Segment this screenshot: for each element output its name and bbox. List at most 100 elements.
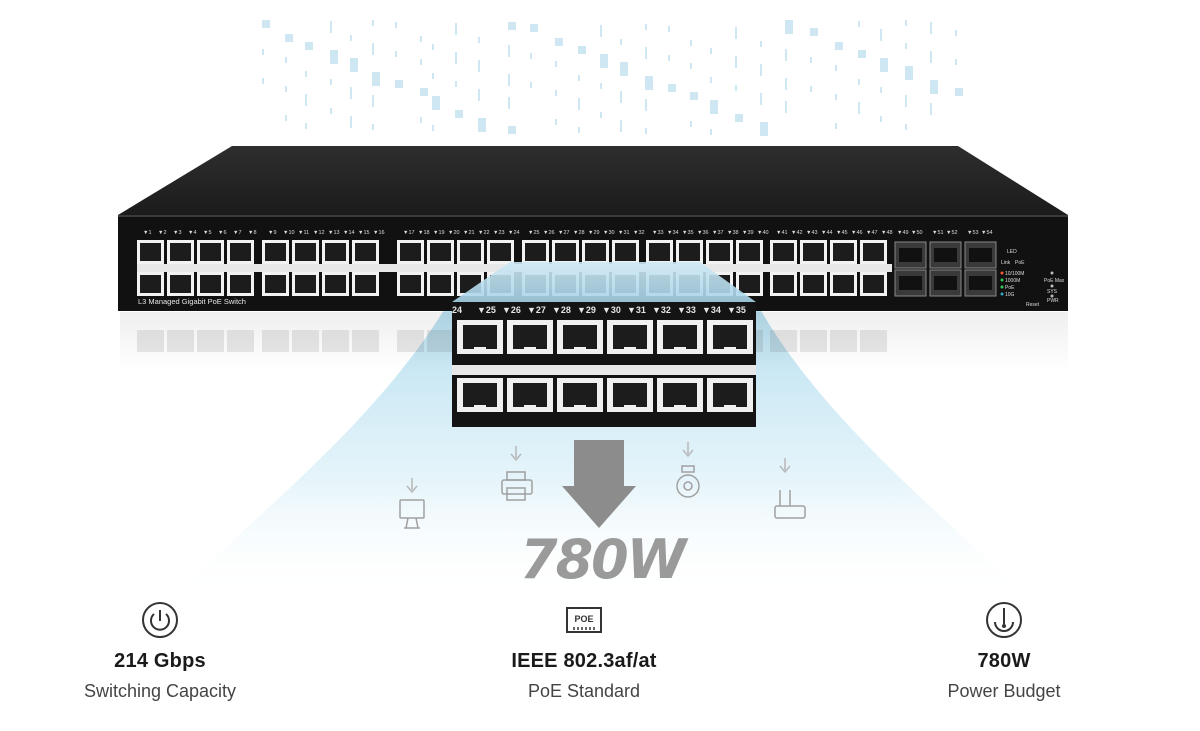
rj45-port-socket: [863, 275, 884, 293]
data-rain-dot: [555, 90, 557, 96]
data-rain-dot: [760, 128, 768, 136]
rj45-port-socket: [430, 275, 451, 293]
data-rain-dot: [372, 101, 374, 107]
data-rain-dot: [620, 62, 628, 70]
rj45-port-socket: [400, 275, 421, 293]
data-rain-dot: [645, 76, 653, 84]
data-rain-dot: [395, 80, 403, 88]
port-number-label: ▼32: [633, 230, 645, 236]
data-rain-dot: [905, 95, 907, 101]
port-number-label: ▼3: [173, 230, 182, 236]
data-rain-dot: [372, 124, 374, 130]
reflection-port: [352, 330, 379, 352]
data-rain-dot: [508, 97, 510, 103]
data-rain-dot: [930, 109, 932, 115]
data-rain-dot: [330, 56, 338, 64]
data-rain-dot: [785, 84, 787, 90]
rj45-port-socket: [140, 275, 161, 293]
port-number-label: ▼6: [218, 230, 227, 236]
model-label: L3 Managed Gigabit PoE Switch: [138, 297, 246, 306]
port-number-label: ▼43: [806, 230, 818, 236]
data-rain-dot: [735, 114, 743, 122]
rj45-port-socket: [355, 275, 376, 293]
data-rain-dot: [305, 100, 307, 106]
zoom-rj45-socket: [463, 383, 497, 407]
data-rain-dot: [835, 94, 837, 100]
data-rain-dot: [508, 22, 516, 30]
data-rain-dot: [350, 87, 352, 93]
rj45-port-socket: [265, 243, 286, 261]
data-rain-dot: [735, 27, 737, 33]
rj45-port-socket: [400, 243, 421, 261]
sfp-port-socket: [969, 248, 992, 262]
data-rain-dot: [478, 95, 480, 101]
zoom-rj45-socket: [463, 325, 497, 349]
port-number-label: ▼20: [448, 230, 460, 236]
spec-switching-capacity: 214 Gbps Switching Capacity: [30, 600, 290, 702]
zoom-port-number: ▼29: [577, 305, 596, 315]
data-rain-dot: [880, 58, 888, 66]
rj45-port-socket: [833, 243, 854, 261]
spec-label: Power Budget: [947, 681, 1061, 701]
monitor-icon: [399, 478, 425, 529]
rj45-port-socket: [355, 243, 376, 261]
port-number-label: ▼14: [343, 230, 355, 236]
rj45-port-socket: [265, 275, 286, 293]
port-number-label: ▼37: [712, 230, 724, 236]
port-number-label: ▼39: [742, 230, 754, 236]
rj45-port-socket: [615, 243, 636, 261]
rj45-port-socket: [679, 243, 700, 261]
port-number-label: ▼10: [283, 230, 295, 236]
data-rain-dot: [710, 48, 712, 54]
port-number-label: ▼35: [682, 230, 694, 236]
data-rain-dot: [455, 58, 457, 64]
port-number-label: ▼8: [248, 230, 257, 236]
rj45-port-socket: [833, 275, 854, 293]
zoom-port-number: 24: [452, 305, 462, 315]
port-number-label: ▼1: [143, 230, 152, 236]
port-number-label: ▼27: [558, 230, 570, 236]
zoom-rj45-tab: [624, 347, 636, 352]
status-sys: SYS: [1047, 289, 1058, 295]
port-number-label: ▼45: [836, 230, 848, 236]
zoom-rj45-tab: [674, 347, 686, 352]
data-rain-dot: [350, 58, 358, 66]
data-rain-dot: [690, 40, 692, 46]
data-rain-dot: [600, 54, 608, 62]
data-rain-dot: [420, 36, 422, 42]
data-rain-dot: [645, 82, 653, 90]
data-rain-dot: [350, 93, 352, 99]
router-icon: [774, 458, 806, 519]
led-legend-1: 10/100M: [1005, 271, 1024, 277]
data-rain-dot: [350, 122, 352, 128]
data-rain-dot: [668, 84, 676, 92]
data-rain-dot: [305, 71, 307, 77]
zoom-glass-top: [452, 262, 756, 302]
data-rain-dot: [600, 83, 602, 89]
data-rain-dot: [620, 91, 622, 97]
data-rain-dot: [508, 103, 510, 109]
zoom-port-number: ▼32: [652, 305, 671, 315]
reflection-port: [262, 330, 289, 352]
data-rain-dot: [760, 70, 762, 76]
data-rain-dot: [930, 86, 938, 94]
zoom-rj45-tab: [474, 405, 486, 410]
data-rain-dot: [880, 35, 882, 41]
rj45-port-socket: [460, 243, 481, 261]
zoom-port-number: ▼26: [502, 305, 521, 315]
data-rain-dot: [930, 57, 932, 63]
data-rain-dot: [620, 97, 622, 103]
data-rain-dot: [880, 64, 888, 72]
rj45-port-socket: [490, 243, 511, 261]
data-rain-dot: [478, 89, 480, 95]
rj45-port-socket: [295, 275, 316, 293]
data-rain-dot: [810, 57, 812, 63]
rj45-port-socket: [773, 275, 794, 293]
data-rain-dot: [350, 64, 358, 72]
sfp-port-socket: [934, 276, 957, 290]
data-rain-dot: [880, 29, 882, 35]
rj45-port-socket: [140, 243, 161, 261]
data-rain-dot: [645, 99, 647, 105]
rj45-port-socket: [170, 243, 191, 261]
rj45-port-socket: [739, 275, 760, 293]
